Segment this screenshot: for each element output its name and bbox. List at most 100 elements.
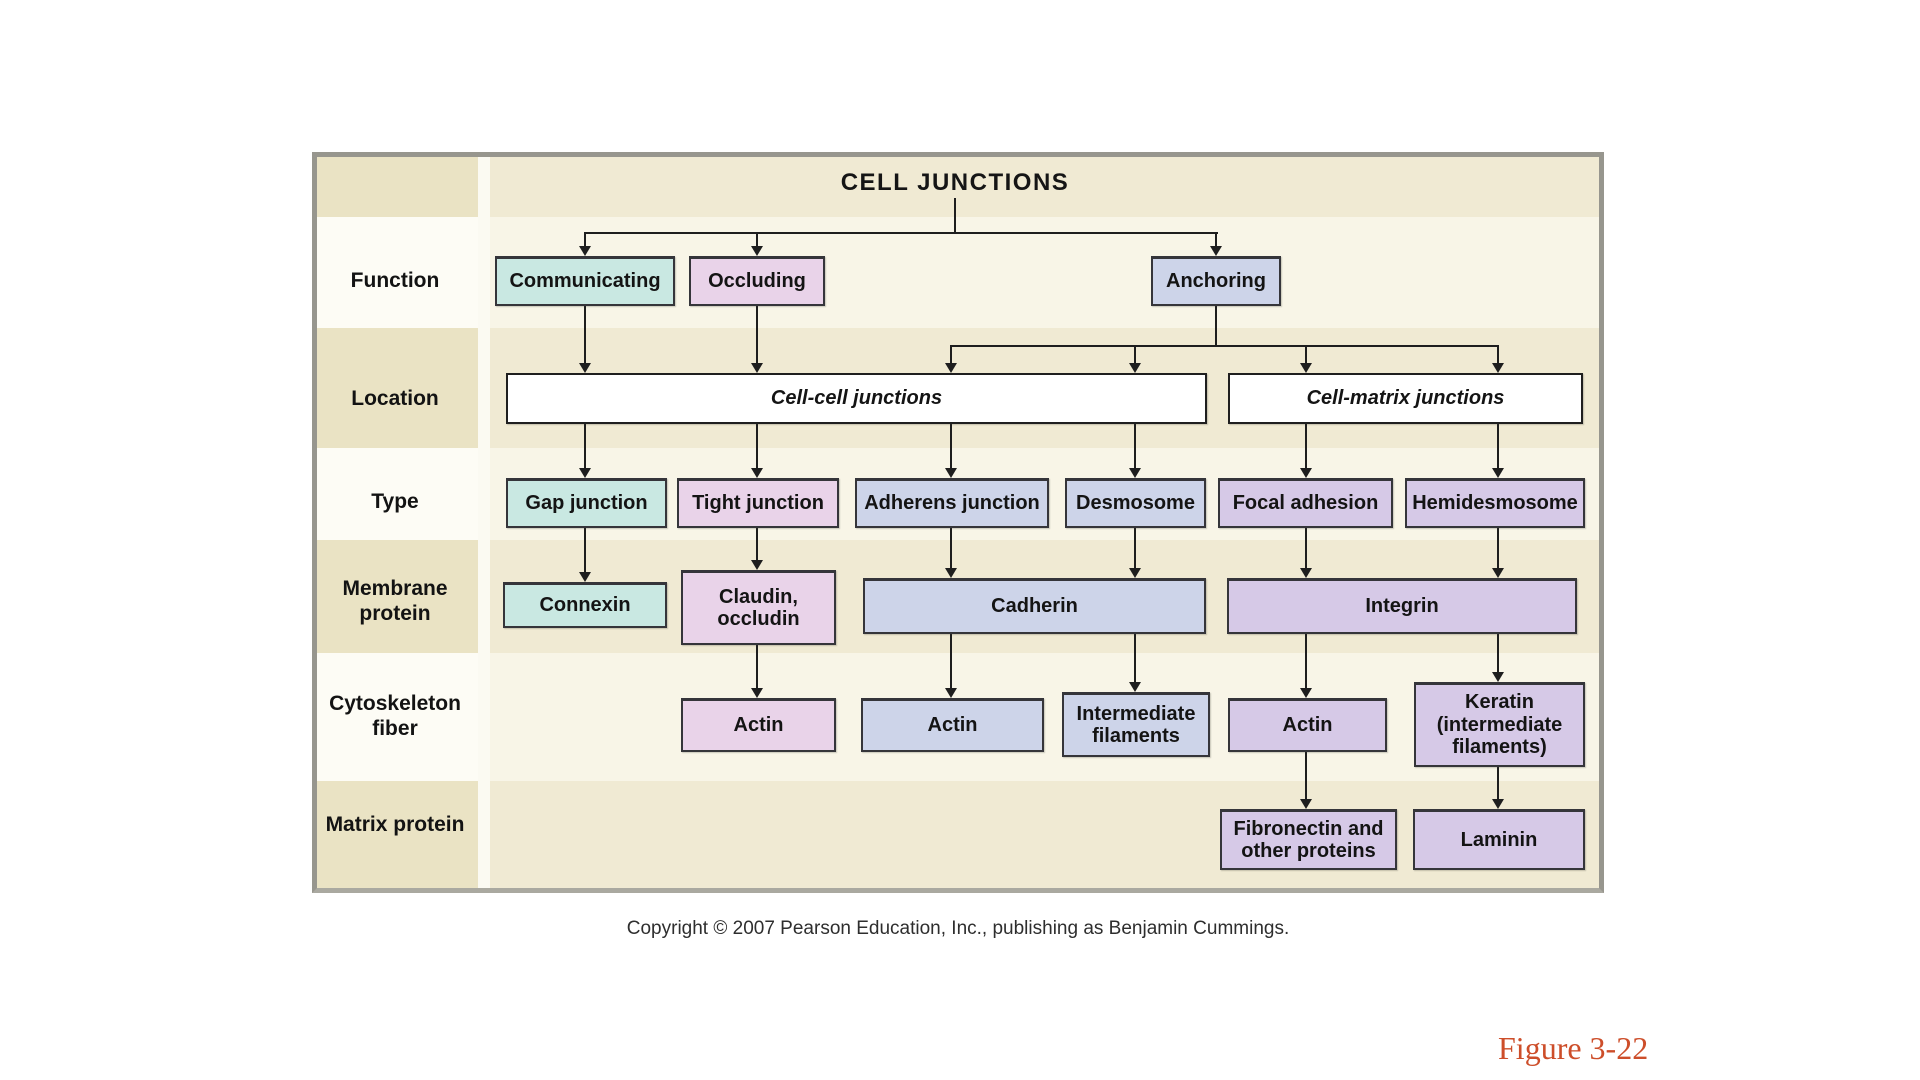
connector-line: [584, 528, 586, 574]
band-title: [312, 152, 1604, 217]
arrowhead-down: [1492, 672, 1504, 682]
arrowhead-down: [1300, 688, 1312, 698]
row-label-type: Type: [371, 490, 419, 513]
connector-line: [1305, 345, 1307, 364]
node-intermediate-filaments: Intermediate filaments: [1062, 692, 1210, 757]
arrowhead-down: [945, 468, 957, 478]
node-gap-junction: Gap junction: [506, 478, 667, 528]
node-laminin: Laminin: [1413, 809, 1585, 870]
connector-line: [1215, 306, 1217, 347]
node-claudin-occludin: Claudin, occludin: [681, 570, 836, 645]
arrowhead-down: [751, 688, 763, 698]
label-col-band-location: [312, 328, 478, 448]
diagram-title: CELL JUNCTIONS: [840, 169, 1070, 196]
connector-line: [1305, 528, 1307, 570]
connector-line: [756, 232, 758, 247]
arrowhead-down: [579, 572, 591, 582]
node-tight-junction: Tight junction: [677, 478, 839, 528]
arrowhead-down: [1492, 468, 1504, 478]
row-label-membrane-protein: Membrane protein: [342, 577, 448, 625]
row-label-location: Location: [351, 387, 439, 410]
arrowhead-down: [1492, 568, 1504, 578]
arrowhead-down: [1300, 799, 1312, 809]
connector-line: [1497, 345, 1499, 364]
node-connexin: Connexin: [503, 582, 667, 628]
connector-line: [756, 528, 758, 562]
node-actin-focal: Actin: [1228, 698, 1387, 752]
label-col-band-cytoskeleton: [312, 653, 478, 781]
connector-line: [954, 198, 956, 234]
connector-line: [1215, 232, 1217, 247]
arrowhead-down: [1210, 246, 1222, 256]
arrowhead-down: [579, 246, 591, 256]
node-actin-tight: Actin: [681, 698, 836, 752]
connector-line: [756, 306, 758, 364]
node-keratin: Keratin (intermediate filaments): [1414, 682, 1585, 767]
label-column-divider: [478, 152, 490, 893]
arrowhead-down: [751, 246, 763, 256]
connector-line: [950, 424, 952, 469]
arrowhead-down: [579, 468, 591, 478]
connector-line: [1134, 528, 1136, 570]
label-col-band-function: [312, 217, 478, 328]
node-cadherin: Cadherin: [863, 578, 1206, 634]
figure-number-label: Figure 3-22: [1498, 1030, 1649, 1066]
connector-line: [950, 345, 1499, 347]
arrowhead-down: [1492, 799, 1504, 809]
copyright-text: Copyright © 2007 Pearson Education, Inc.…: [626, 918, 1290, 939]
connector-line: [1134, 424, 1136, 469]
node-integrin: Integrin: [1227, 578, 1577, 634]
connector-line: [950, 528, 952, 570]
connector-line: [584, 232, 1218, 234]
connector-line: [950, 634, 952, 689]
arrowhead-down: [945, 568, 957, 578]
node-actin-adherens: Actin: [861, 698, 1044, 752]
node-anchoring: Anchoring: [1151, 256, 1281, 306]
connector-line: [756, 645, 758, 689]
label-col-band-membrane: [312, 540, 478, 653]
arrowhead-down: [1129, 468, 1141, 478]
connector-line: [1497, 424, 1499, 469]
connector-line: [950, 345, 952, 364]
label-col-band-matrix: [312, 781, 478, 893]
arrowhead-down: [1129, 682, 1141, 692]
connector-line: [1305, 752, 1307, 800]
arrowhead-down: [945, 363, 957, 373]
node-focal-adhesion: Focal adhesion: [1218, 478, 1393, 528]
row-label-matrix-protein: Matrix protein: [325, 813, 465, 836]
connector-line: [584, 424, 586, 469]
label-col-band-type: [312, 448, 478, 540]
row-label-function: Function: [350, 269, 440, 292]
arrowhead-down: [1129, 363, 1141, 373]
band-matrix: [312, 781, 1604, 893]
node-adherens-junction: Adherens junction: [855, 478, 1049, 528]
arrowhead-down: [1492, 363, 1504, 373]
connector-line: [756, 424, 758, 469]
arrowhead-down: [751, 468, 763, 478]
arrowhead-down: [751, 560, 763, 570]
arrowhead-down: [579, 363, 591, 373]
connector-line: [1134, 634, 1136, 683]
arrowhead-down: [945, 688, 957, 698]
label-col-band-title: [312, 152, 478, 217]
row-label-cytoskeleton-fiber: Cytoskeleton fiber: [329, 692, 461, 740]
connector-line: [1497, 528, 1499, 570]
connector-line: [1497, 634, 1499, 673]
arrowhead-down: [1300, 468, 1312, 478]
arrowhead-down: [1300, 363, 1312, 373]
node-communicating: Communicating: [495, 256, 675, 306]
node-hemidesmosome: Hemidesmosome: [1405, 478, 1585, 528]
arrowhead-down: [751, 363, 763, 373]
arrowhead-down: [1129, 568, 1141, 578]
node-fibronectin: Fibronectin and other proteins: [1220, 809, 1397, 870]
connector-line: [1134, 345, 1136, 364]
connector-line: [1305, 634, 1307, 689]
connector-line: [584, 306, 586, 364]
arrowhead-down: [1300, 568, 1312, 578]
node-cell-cell-junctions: Cell-cell junctions: [506, 373, 1207, 424]
connector-line: [584, 232, 586, 247]
connector-line: [1305, 424, 1307, 469]
node-cell-matrix-junctions: Cell-matrix junctions: [1228, 373, 1583, 424]
connector-line: [1497, 767, 1499, 800]
